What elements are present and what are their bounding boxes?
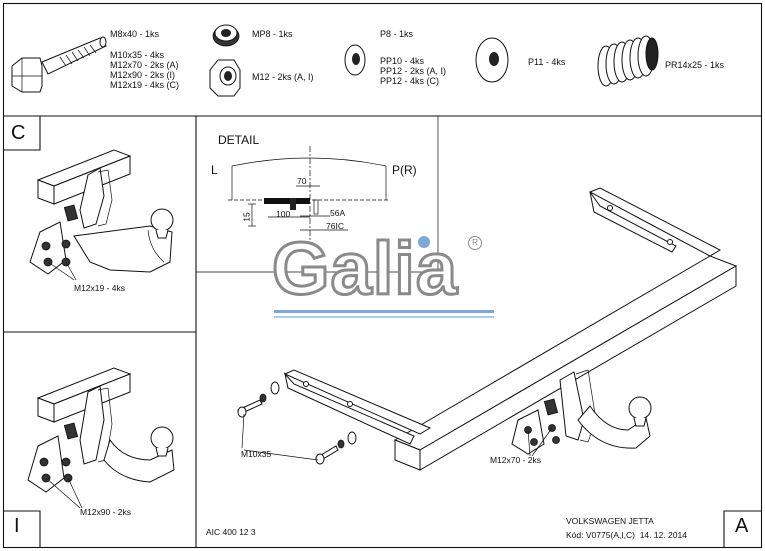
- registered-mark: R: [468, 236, 482, 250]
- detail-dim-70: 70: [297, 176, 307, 186]
- nut-m12-drawing: [209, 59, 241, 97]
- panel-i-bolt-label: M12x90 - 2ks: [80, 507, 132, 517]
- washer-p8-drawing: [344, 44, 366, 76]
- detail-dim-100: 100: [276, 209, 291, 219]
- panel-i-letter: I: [14, 515, 20, 537]
- washer-list: PP10 - 4ks PP12 - 2ks (A, I) PP12 - 4ks …: [380, 56, 446, 86]
- main-bolt-m12-label: M12x70 - 2ks: [490, 455, 542, 465]
- washer-p11-drawing: [475, 37, 509, 83]
- panel-c-bolt-label: M12x19 - 4ks: [74, 283, 126, 293]
- logo-underline: [274, 310, 494, 313]
- panel-c-letter: C: [11, 122, 26, 144]
- detail-dim-76ic: 76IC: [326, 221, 344, 231]
- detail-dim-56a: 56A: [330, 208, 346, 218]
- nut-mp8-label: MP8 - 1ks: [252, 29, 293, 39]
- detail-right-label: P(R): [392, 163, 417, 177]
- washer-list-item: PP12 - 4ks (C): [380, 76, 440, 86]
- washer-list-item: PP12 - 2ks (A, I): [380, 66, 447, 76]
- spring-drawing: [597, 35, 659, 87]
- galia-logo: Galia R: [271, 226, 502, 324]
- panel-a-letter: A: [735, 515, 749, 537]
- washer-p8-label: P8 - 1ks: [380, 29, 414, 39]
- detail-title: DETAIL: [218, 133, 260, 147]
- bolt-list-item: M12x70 - 2ks (A): [110, 60, 179, 70]
- parts-illustrations: [11, 24, 659, 97]
- kod-date: Kód: V0775(A,I,C) 14. 12. 2014: [566, 530, 687, 540]
- washer-list-item: PP10 - 4ks: [380, 56, 425, 66]
- bolt-drawing: [11, 36, 107, 93]
- panel-c-drawing: [29, 149, 174, 281]
- bolt-list-item: M10x35 - 4ks: [110, 50, 165, 60]
- bolt-list: M10x35 - 4ks M12x70 - 2ks (A) M12x90 - 2…: [110, 50, 179, 90]
- spring-label: PR14x25 - 1ks: [665, 60, 725, 70]
- panel-i-drawing: [27, 367, 175, 509]
- vehicle-name: VOLKSWAGEN JETTA: [566, 516, 654, 526]
- logo-underline: [274, 316, 494, 318]
- logo-dot-icon: [418, 236, 430, 248]
- nut-mp8-drawing: [212, 24, 240, 47]
- detail-left-label: L: [211, 163, 218, 177]
- bolt-m8-label: M8x40 - 1ks: [110, 29, 160, 39]
- bolt-list-item: M12x19 - 4ks (C): [110, 80, 180, 90]
- bolt-list-item: M12x90 - 2ks (I): [110, 70, 176, 80]
- washer-p11-label: P11 - 4ks: [528, 57, 566, 67]
- drawing-code: AIC 400 12 3: [206, 527, 256, 537]
- nut-m12-label: M12 - 2ks (A, I): [252, 72, 314, 82]
- main-bolt-m10-label: M10x35: [241, 449, 272, 459]
